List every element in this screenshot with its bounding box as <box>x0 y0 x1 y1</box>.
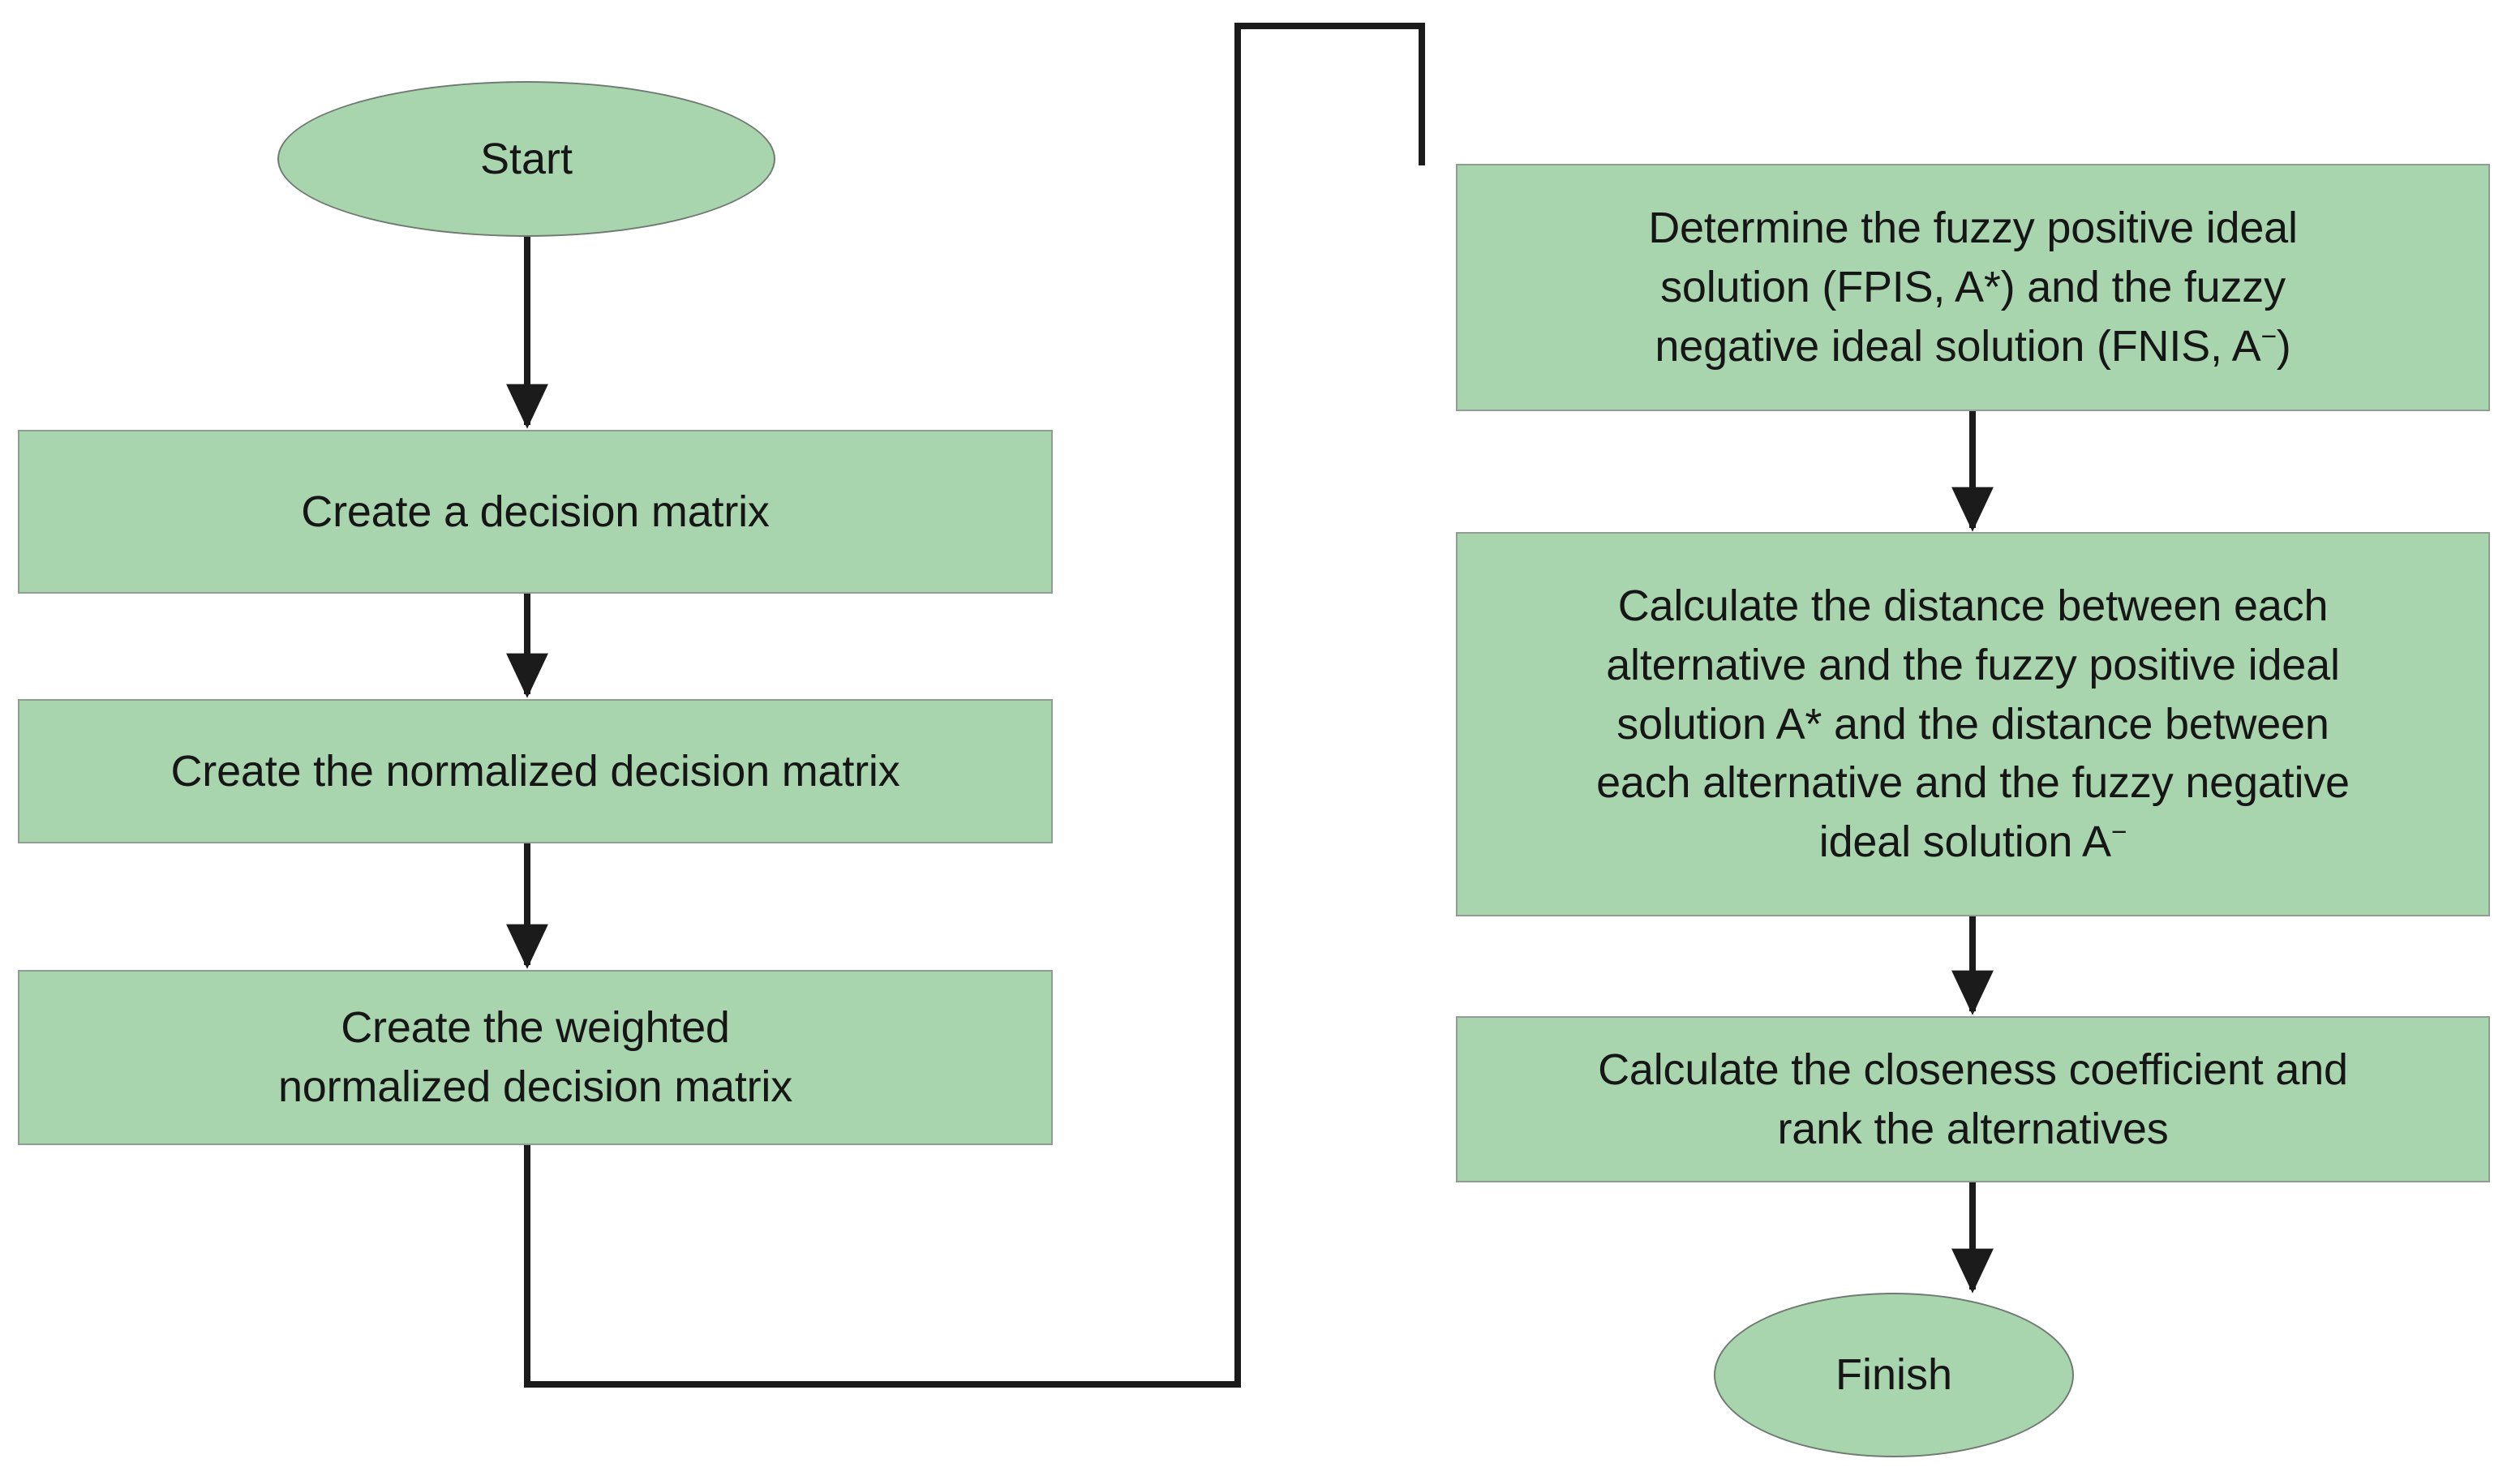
node-distances[interactable]: Calculate the distance between each alte… <box>1456 532 2490 916</box>
node-distances-line-4: each alternative and the fuzzy negative <box>1596 758 2350 808</box>
node-weighted-matrix-line-2: normalized decision matrix <box>277 1062 793 1111</box>
node-decision-matrix-label: Create a decision matrix <box>301 487 770 536</box>
node-distances-line-5: ideal solution A− <box>1818 817 2127 867</box>
node-normalized-matrix-label: Create the normalized decision matrix <box>170 746 900 796</box>
node-distances-line-3: solution A* and the distance between <box>1616 699 2329 749</box>
node-fpis-fnis-line-3: negative ideal solution (FNIS, A−) <box>1655 321 2291 371</box>
node-closeness[interactable]: Calculate the closeness coefficient and … <box>1456 1016 2490 1182</box>
node-start-label: Start <box>479 134 573 183</box>
node-fpis-fnis-label: Determine the fuzzy positive ideal solut… <box>1457 199 2488 376</box>
node-closeness-label: Calculate the closeness coefficient and … <box>1457 1040 2488 1159</box>
node-decision-matrix[interactable]: Create a decision matrix <box>18 430 1053 594</box>
node-weighted-matrix-label: Create the weighted normalized decision … <box>19 998 1051 1117</box>
node-distances-line-1: Calculate the distance between each <box>1617 581 2329 630</box>
node-closeness-line-2: rank the alternatives <box>1777 1104 2169 1153</box>
edge-weighted-matrix-to-fpis-fnis <box>524 23 1425 1388</box>
node-weighted-matrix[interactable]: Create the weighted normalized decision … <box>18 970 1053 1145</box>
node-fpis-fnis-line-1: Determine the fuzzy positive ideal <box>1648 204 2298 253</box>
node-normalized-matrix[interactable]: Create the normalized decision matrix <box>18 699 1053 843</box>
node-finish-label: Finish <box>1835 1350 1953 1400</box>
node-distances-label: Calculate the distance between each alte… <box>1457 577 2488 872</box>
node-closeness-line-1: Calculate the closeness coefficient and <box>1598 1045 2348 1094</box>
node-start[interactable]: Start <box>277 81 775 237</box>
node-weighted-matrix-line-1: Create the weighted <box>341 1003 730 1053</box>
node-fpis-fnis[interactable]: Determine the fuzzy positive ideal solut… <box>1456 164 2490 411</box>
node-distances-line-2: alternative and the fuzzy positive ideal <box>1606 640 2340 689</box>
node-finish[interactable]: Finish <box>1714 1293 2074 1457</box>
node-fpis-fnis-line-2: solution (FPIS, A*) and the fuzzy <box>1660 263 2286 312</box>
